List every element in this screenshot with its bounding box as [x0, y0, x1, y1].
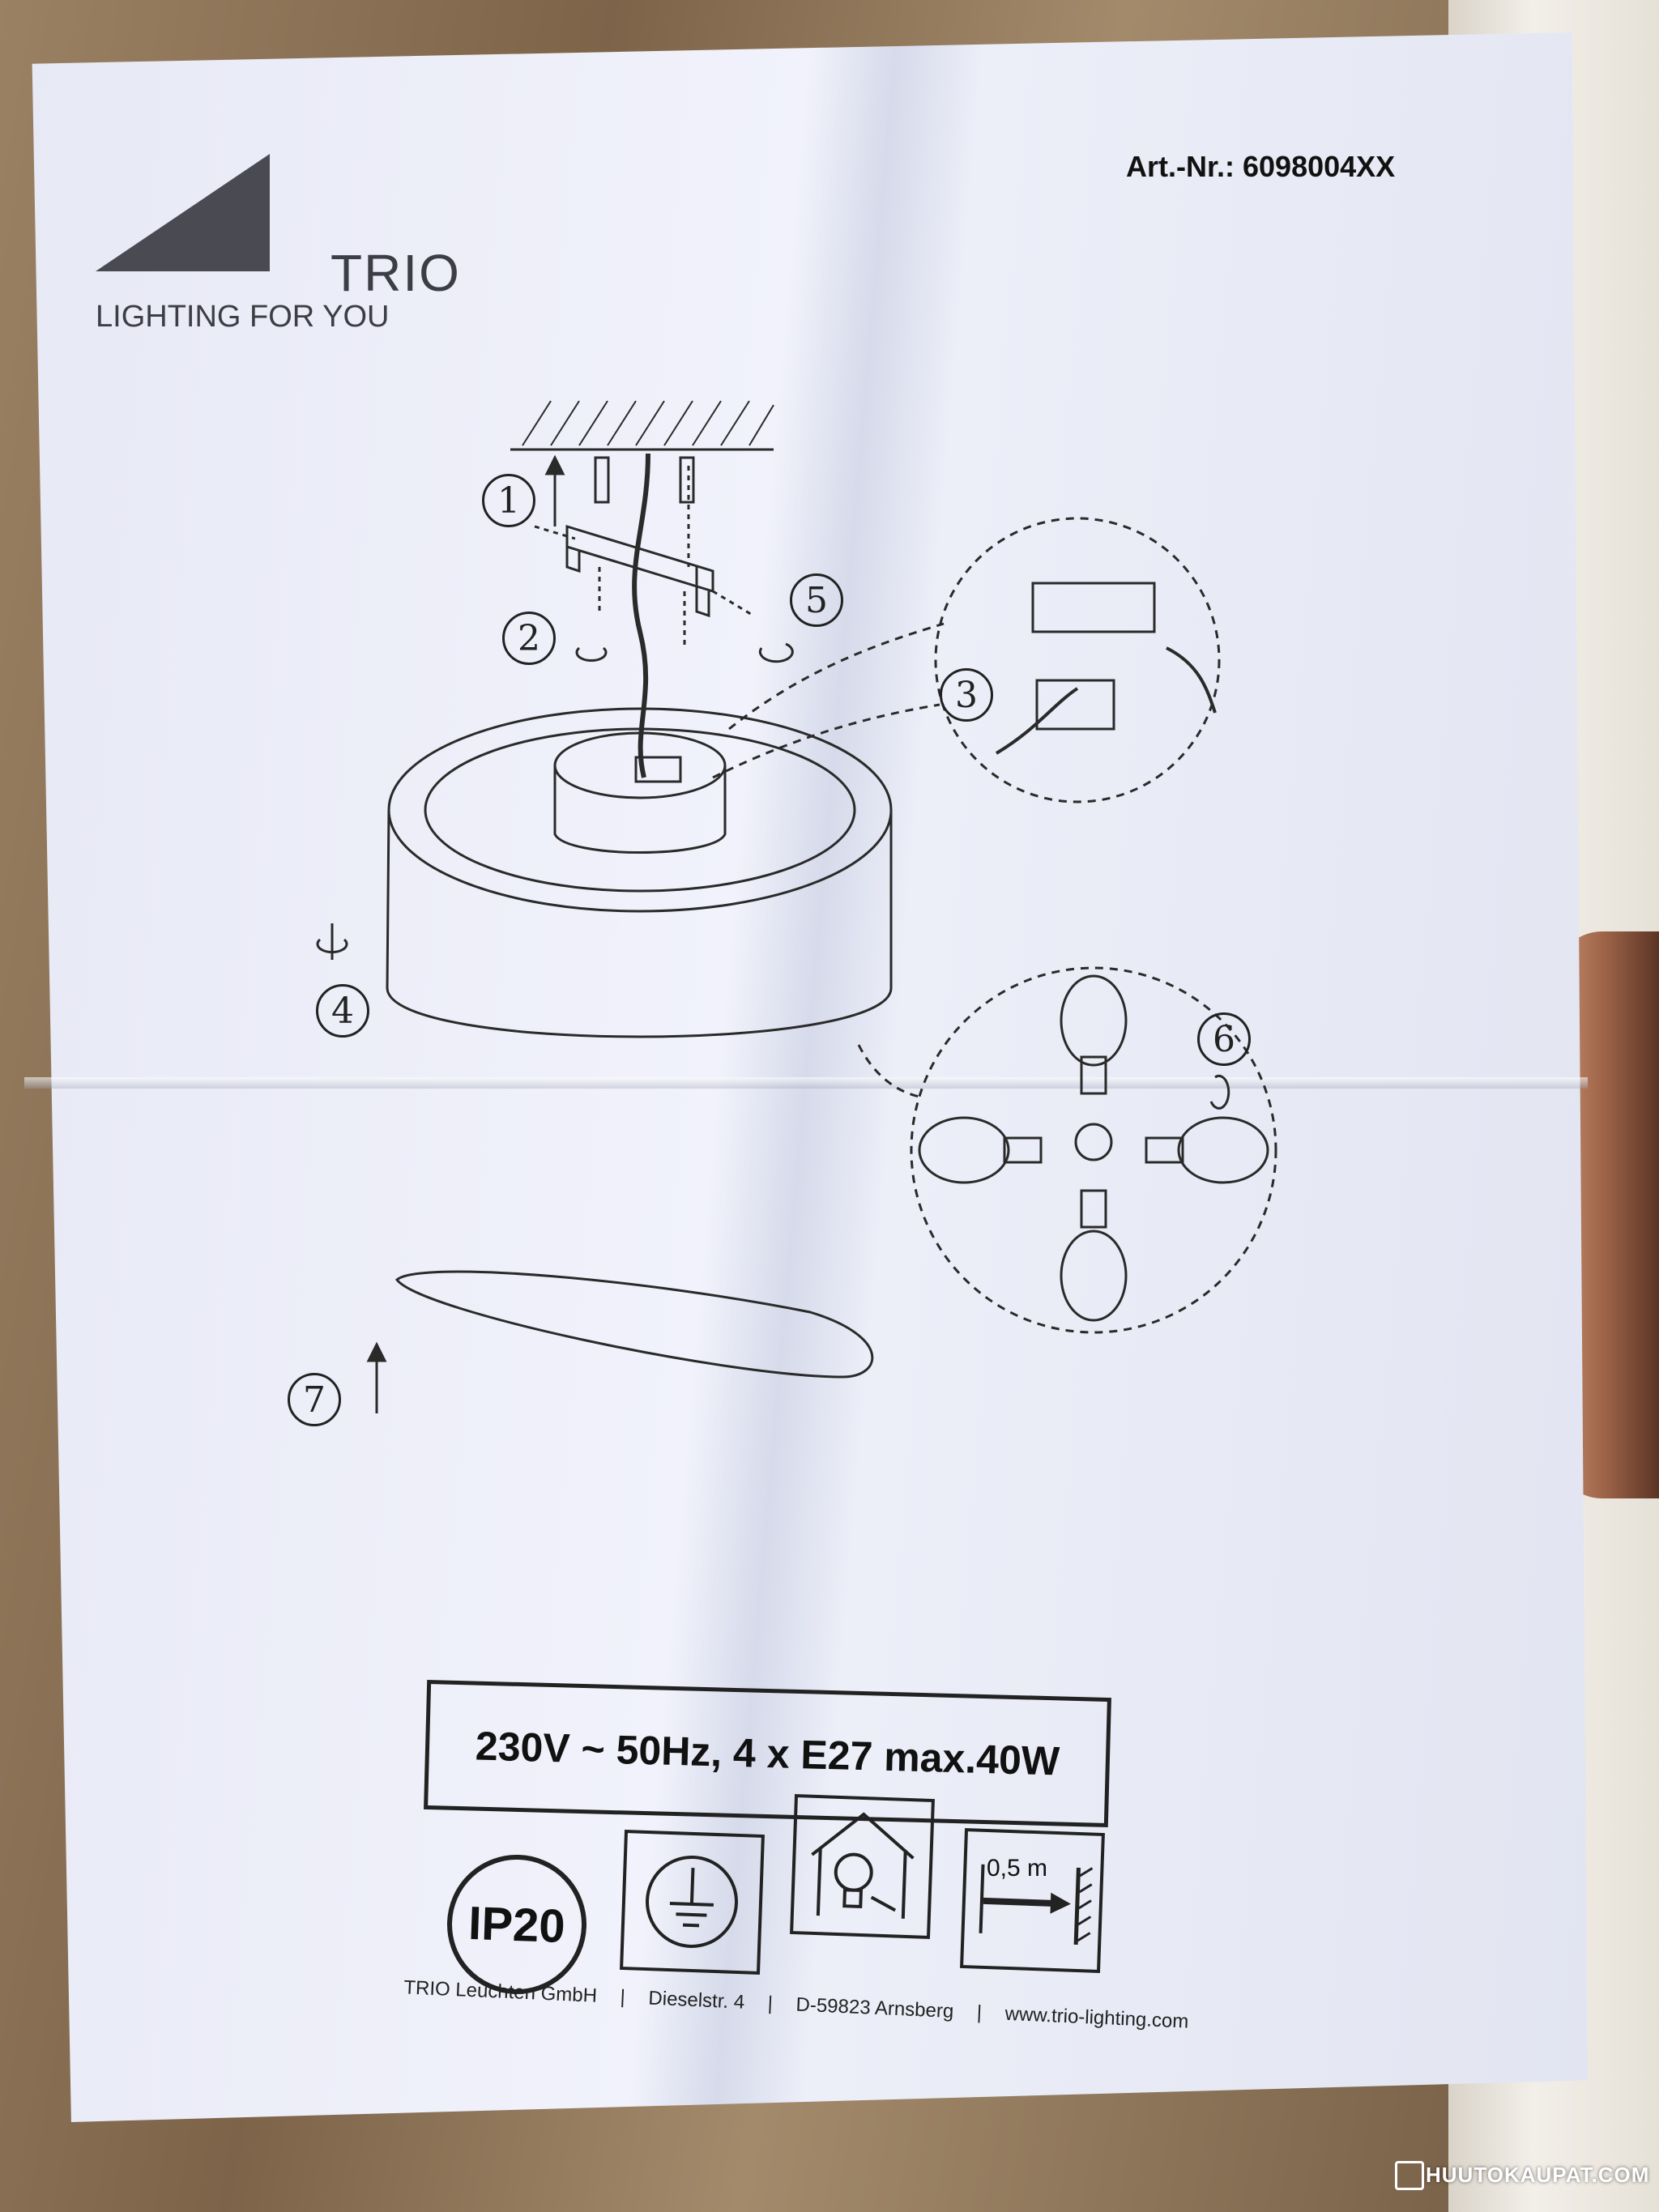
junction-box	[1031, 582, 1156, 633]
bulb-top	[1060, 974, 1128, 1067]
wall-plug-left	[594, 456, 610, 504]
min-distance-icon	[960, 1828, 1105, 1973]
step-2-label: 2	[502, 612, 556, 665]
brand-name: TRIO	[331, 244, 461, 302]
divider: |	[976, 2001, 983, 2024]
indoor-use-icon	[790, 1794, 935, 1939]
divider: |	[620, 1986, 626, 2009]
detail-circle-6	[910, 966, 1277, 1334]
spec-box: 230V ~ 50Hz, 4 x E27 max.40W	[424, 1679, 1111, 1828]
company-street: Dieselstr. 4	[647, 1987, 745, 2014]
detail-circle-3	[934, 517, 1221, 803]
watermark-logo-icon	[1395, 2161, 1424, 2190]
electrical-spec: 230V ~ 50Hz, 4 x E27 max.40W	[475, 1723, 1060, 1784]
rotate-icon-2	[575, 646, 608, 663]
lamp-body	[386, 809, 893, 1038]
wall-plug-right	[679, 456, 695, 504]
earth-ground-icon	[620, 1830, 765, 1975]
step-6-label: 6	[1197, 1012, 1251, 1066]
step-3-label: 3	[940, 668, 993, 722]
brand-tagline: LIGHTING FOR YOU	[96, 300, 390, 334]
brand-logo: TRIO LIGHTING FOR YOU	[96, 146, 459, 340]
ceiling-hatching	[522, 400, 774, 446]
bulb-right	[1177, 1116, 1269, 1184]
ip-rating: IP20	[467, 1896, 566, 1953]
bulb-left	[918, 1116, 1010, 1184]
min-distance-label: 0,5 m	[987, 1855, 1048, 1882]
watermark: HUUTOKAUPAT.COM	[1426, 2163, 1650, 2187]
rotate-icon-6	[1209, 1074, 1230, 1110]
step-7-label: 7	[288, 1373, 341, 1426]
step-5-label: 5	[790, 573, 843, 627]
rotate-icon-5	[758, 642, 794, 663]
socket-hub	[1074, 1123, 1113, 1161]
paper-fold	[24, 1077, 1588, 1089]
article-number: Art.-Nr.: 6098004XX	[1126, 150, 1396, 183]
terminal-block	[634, 756, 682, 783]
triangle-logo-icon	[96, 154, 270, 271]
step-1-label: 1	[482, 474, 535, 527]
step-4-label: 4	[316, 984, 369, 1038]
bulb-bottom	[1060, 1230, 1128, 1322]
divider: |	[767, 1993, 774, 2015]
diffuser-glass	[394, 1270, 874, 1379]
